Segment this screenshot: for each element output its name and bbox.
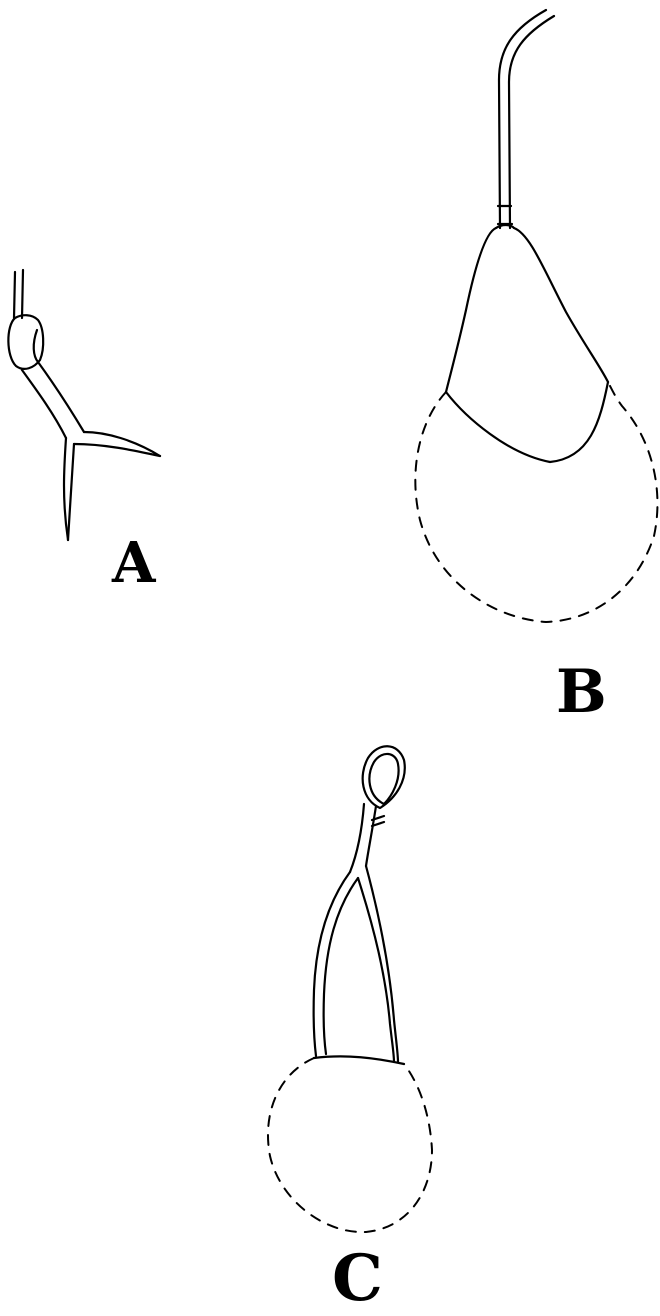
panel-c-drawing xyxy=(268,746,432,1232)
panel-b: B xyxy=(415,10,657,727)
panel-a-drawing xyxy=(8,270,160,540)
panel-a-label: A xyxy=(111,530,157,596)
panel-b-label: B xyxy=(556,657,607,727)
panel-a: A xyxy=(8,270,160,596)
panel-c-label: C xyxy=(332,1241,383,1316)
panel-c: C xyxy=(268,746,432,1316)
panel-b-drawing xyxy=(415,10,657,622)
